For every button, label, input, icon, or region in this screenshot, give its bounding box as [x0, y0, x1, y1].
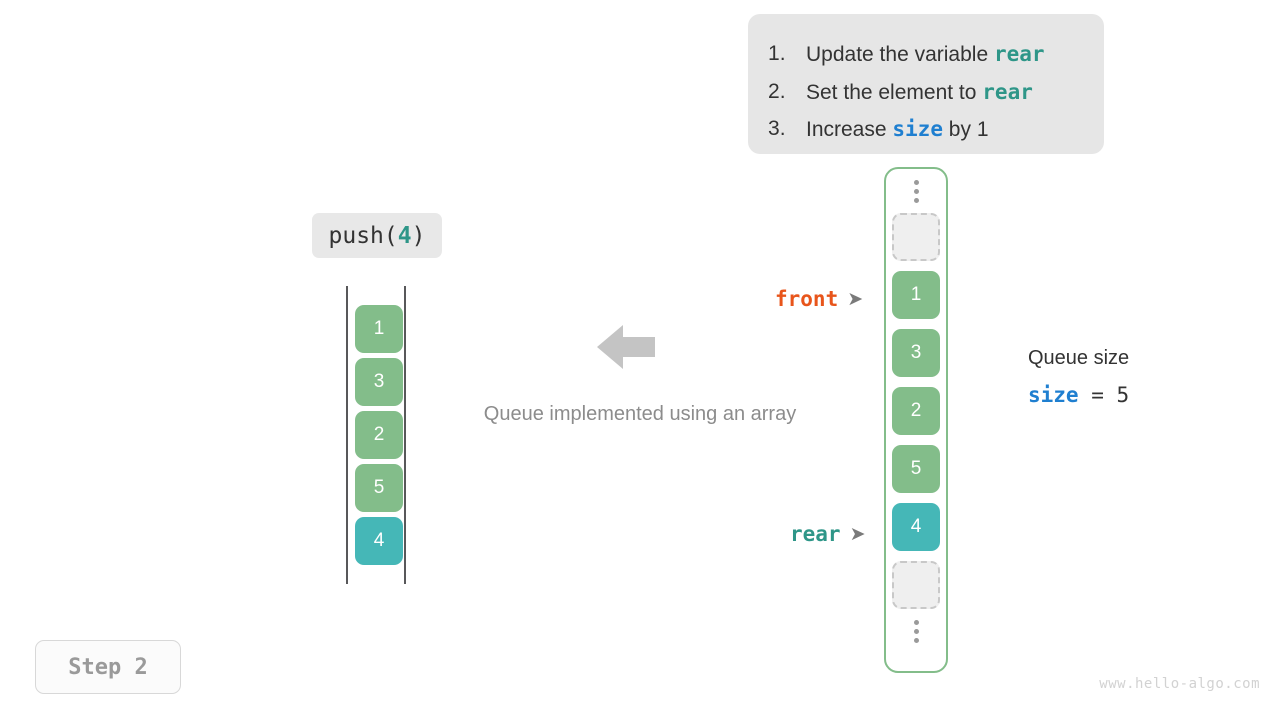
- array-cell-empty: [892, 561, 940, 609]
- front-pointer: front ➤: [775, 287, 863, 311]
- array-cell-empty: [892, 213, 940, 261]
- right-array: 1 3 2 5 4: [884, 167, 948, 673]
- instruction-text: Increase: [806, 118, 893, 141]
- array-cell: 5: [355, 464, 403, 512]
- operation-value: 4: [397, 222, 412, 249]
- arrow-right-marker-icon: ➤: [847, 288, 864, 310]
- step-badge: Step 2: [35, 640, 181, 694]
- instruction-item: Set the element to rear: [768, 74, 1104, 112]
- queue-size-expression: size = 5: [1028, 377, 1129, 413]
- array-cell: 1: [355, 305, 403, 353]
- array-cell: 5: [892, 445, 940, 493]
- instruction-text: Set the element to: [806, 80, 983, 104]
- ellipsis-bottom-icon: [913, 609, 919, 653]
- rear-pointer-label: rear: [790, 522, 841, 546]
- array-cell: 3: [892, 329, 940, 377]
- watermark: www.hello-algo.com: [1099, 676, 1260, 692]
- left-array-cells: 1 3 2 5 4: [355, 305, 403, 565]
- arrow-right-marker-icon: ➤: [849, 523, 866, 545]
- bracket-right: [404, 286, 406, 584]
- size-equals: =: [1078, 383, 1117, 407]
- array-cell-new: 4: [892, 503, 940, 551]
- instruction-item: Increase size by 1: [768, 111, 1104, 149]
- size-value: 5: [1116, 383, 1130, 407]
- array-cell: 2: [355, 411, 403, 459]
- front-pointer-label: front: [775, 287, 839, 311]
- left-array: 1 3 2 5 4: [345, 286, 409, 584]
- ellipsis-top-icon: [913, 169, 919, 213]
- instruction-suffix: by 1: [942, 118, 989, 141]
- instruction-list: Update the variable rear Set the element…: [748, 36, 1104, 149]
- instruction-code: size: [892, 117, 943, 141]
- bracket-left: [346, 286, 348, 584]
- array-cell: 3: [355, 358, 403, 406]
- array-cell-new: 4: [355, 517, 403, 565]
- right-array-cells: 1 3 2 5 4: [892, 213, 940, 609]
- arrow-left-icon: [597, 323, 655, 371]
- instruction-item: Update the variable rear: [768, 36, 1104, 74]
- instruction-code: rear: [982, 79, 1033, 104]
- queue-size-info: Queue size size = 5: [1028, 343, 1129, 413]
- diagram-caption: Queue implemented using an array: [483, 403, 797, 425]
- instruction-text: Update the variable: [806, 43, 994, 66]
- queue-size-title: Queue size: [1028, 347, 1130, 369]
- rear-pointer: rear ➤: [790, 522, 866, 546]
- array-cell: 2: [892, 387, 940, 435]
- instructions-callout: Update the variable rear Set the element…: [748, 14, 1104, 154]
- operation-label: push(4): [312, 213, 442, 258]
- instruction-code: rear: [993, 42, 1045, 66]
- size-variable: size: [1028, 383, 1079, 407]
- array-cell: 1: [892, 271, 940, 319]
- operation-prefix: push(: [328, 222, 398, 249]
- operation-suffix: ): [411, 222, 426, 249]
